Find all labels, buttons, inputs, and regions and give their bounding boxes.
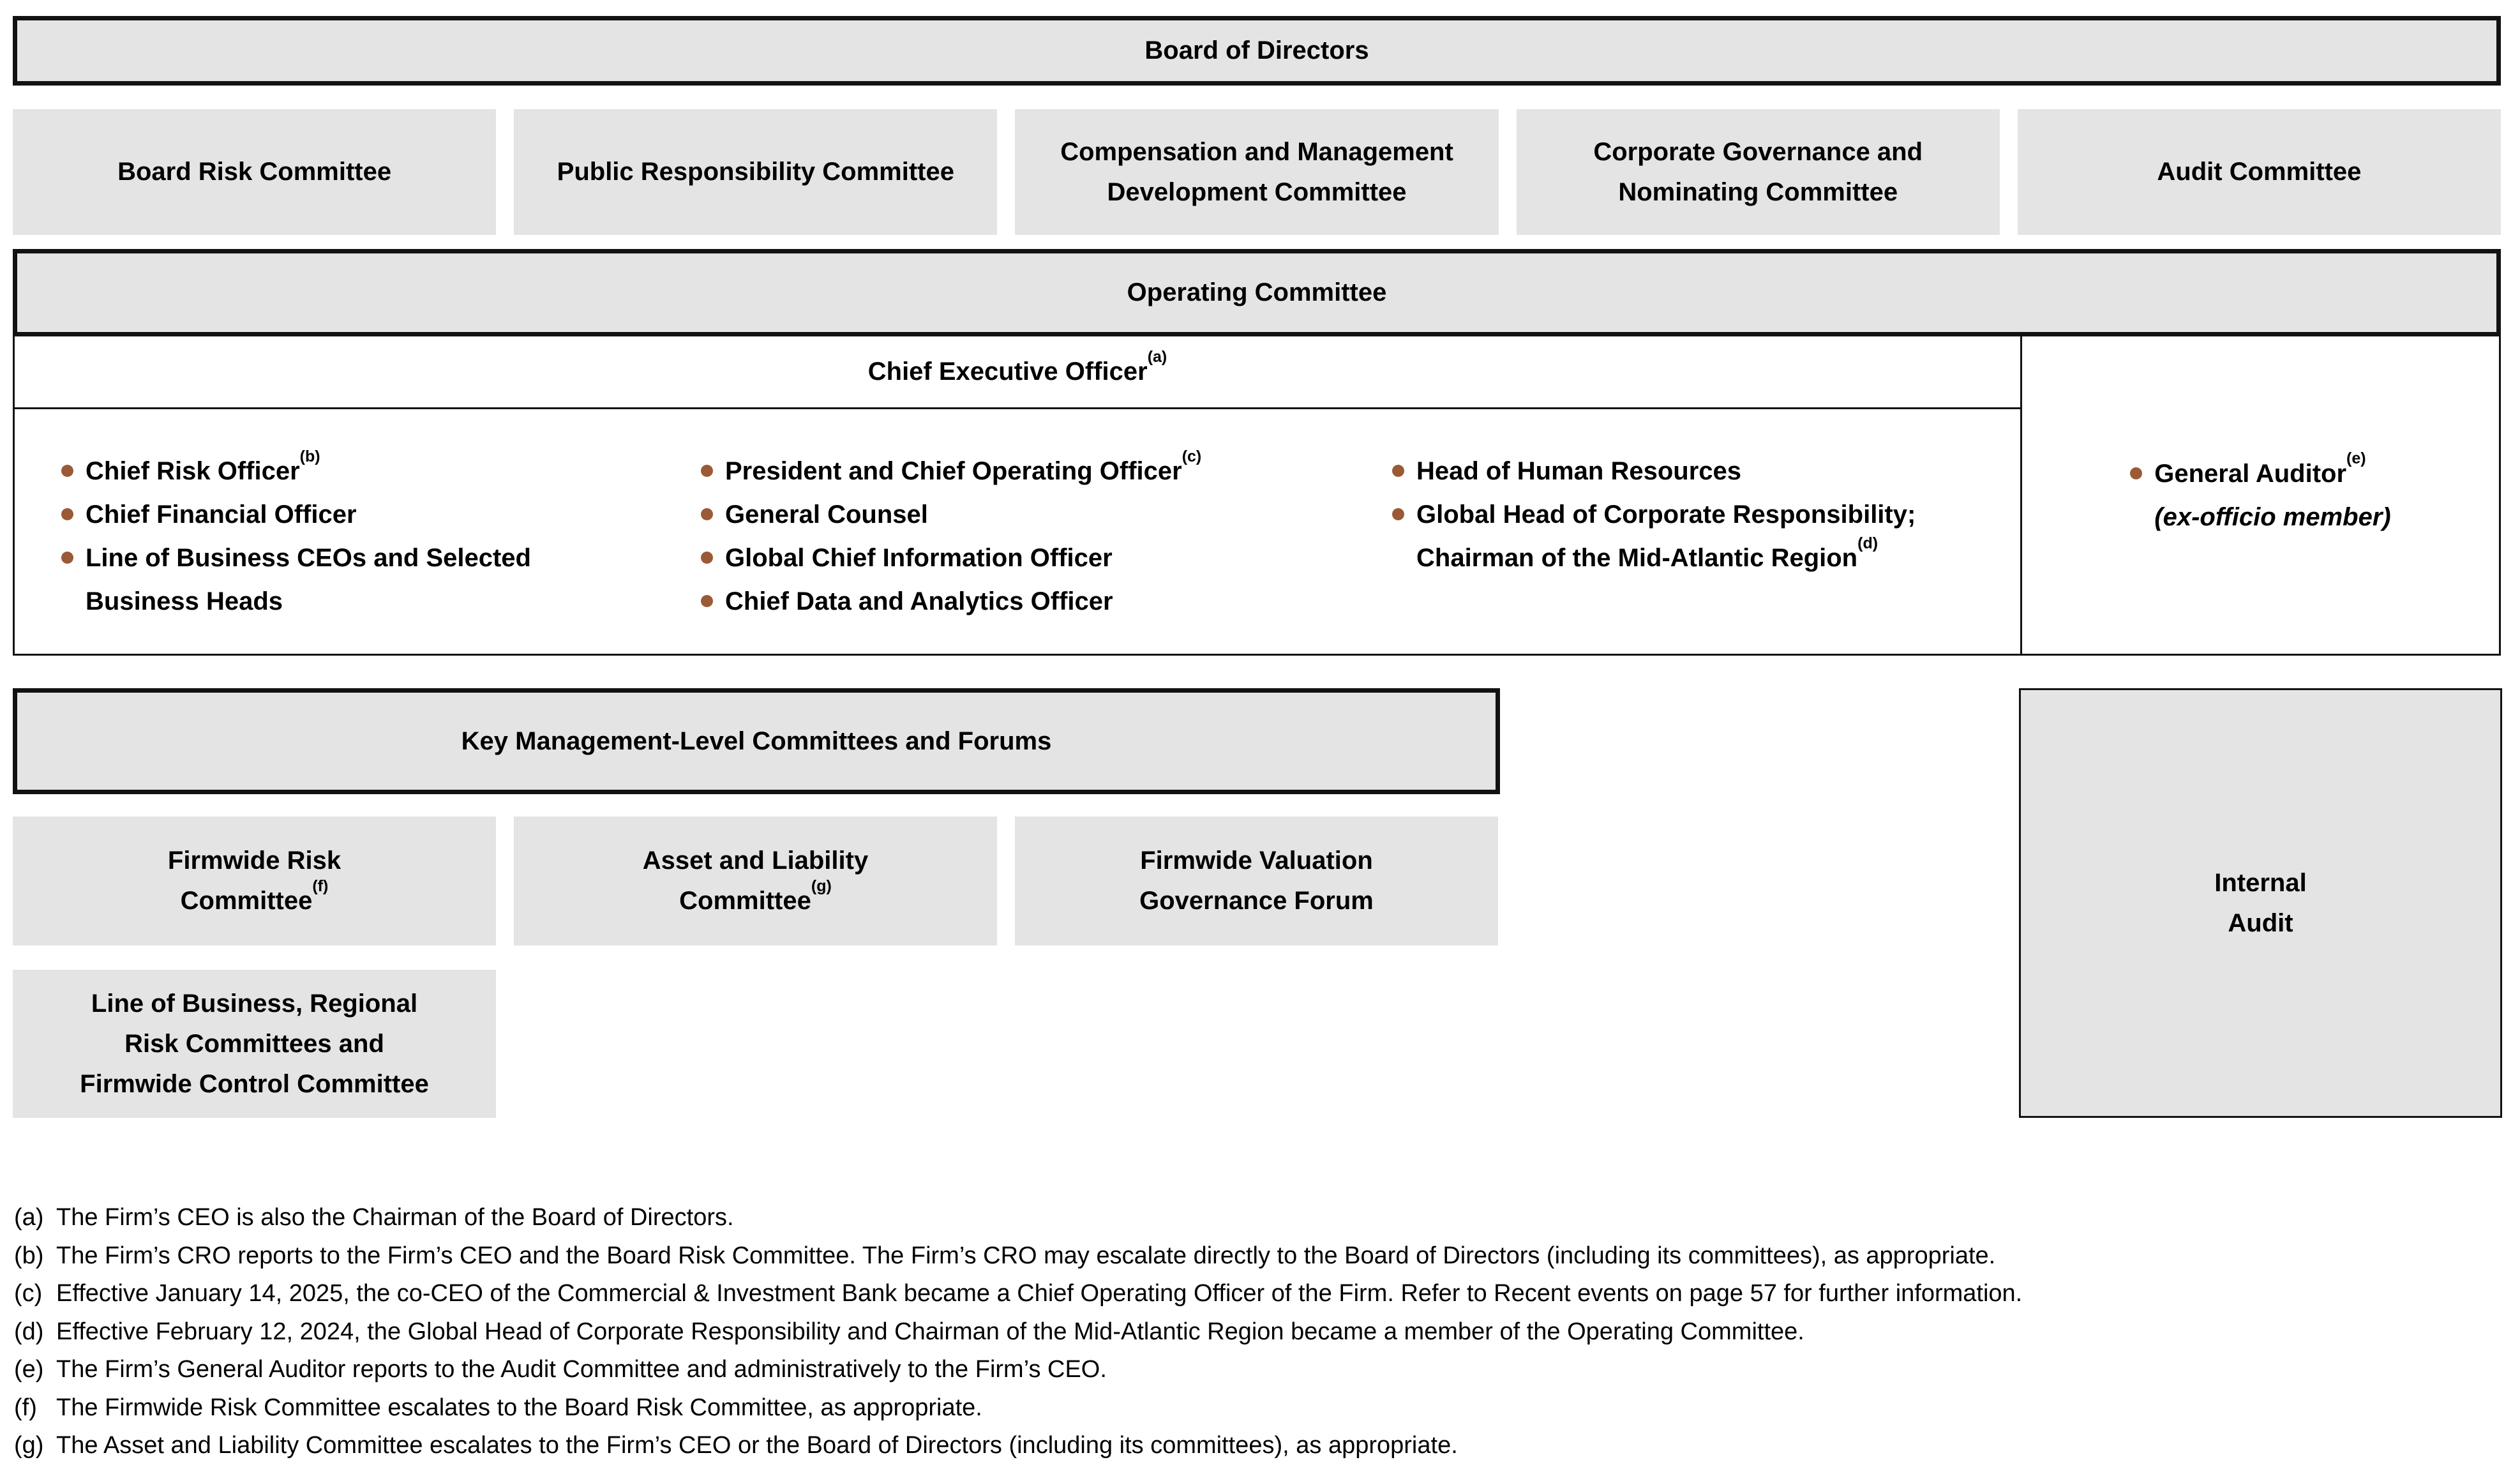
members-column-2: President and Chief Operating Officer(c)… [701, 447, 1202, 623]
bullet-icon [61, 465, 73, 477]
ceo-footnote-marker: (a) [1147, 347, 1167, 366]
footnote-marker: (b) [14, 1242, 44, 1269]
footnote-text: Effective February 12, 2024, the Global … [56, 1318, 1804, 1345]
audit-committee-label: Audit Committee [2157, 158, 2362, 186]
line-of-business-line2: Risk Committees and [124, 1029, 384, 1058]
board-committees-row: Board Risk Committee Public Responsibili… [13, 109, 2501, 235]
member-item: Chief Risk Officer(b) [61, 447, 609, 493]
footnote-marker: (d) [14, 1318, 44, 1345]
internal-audit-box: Internal Audit [2019, 688, 2502, 1118]
board-risk-committee-label: Board Risk Committee [117, 158, 392, 186]
internal-audit-line2: Audit [2228, 908, 2293, 937]
compensation-management-development-committee-label: Compensation and Management Development … [1060, 137, 1453, 206]
general-auditor-cell: General Auditor(e) (ex-officio member) [2022, 336, 2499, 654]
line-of-business-committees-box: Line of Business, Regional Risk Committe… [13, 970, 496, 1118]
bullet-icon [1392, 465, 1404, 477]
board-risk-committee-box: Board Risk Committee [13, 109, 497, 235]
asset-liability-committee-line2: Committee [679, 887, 811, 915]
firmwide-risk-committee-line1: Firmwide Risk [167, 847, 341, 875]
asset-liability-committee-line1: Asset and Liability [642, 847, 869, 875]
footnote-text: The Firm’s CEO is also the Chairman of t… [56, 1204, 734, 1231]
operating-committee-title: Operating Committee [1127, 278, 1387, 306]
footnotes: (a) The Firm’s CEO is also the Chairman … [14, 1199, 2506, 1465]
general-auditor-item: General Auditor(e) (ex-officio member) [2130, 449, 2391, 539]
ceo-label: Chief Executive Officer(a) [867, 347, 1167, 386]
footnote-marker: (g) [14, 1432, 44, 1459]
member-footnote-marker: (d) [1857, 534, 1879, 552]
footnote-text: The Firmwide Risk Committee escalates to… [56, 1394, 982, 1421]
member-item: President and Chief Operating Officer(c) [701, 447, 1202, 493]
ceo-cell: Chief Executive Officer(a) [15, 336, 2020, 409]
members-column-3: Head of Human Resources Global Head of C… [1392, 449, 2010, 580]
footnote-row: (b) The Firm’s CRO reports to the Firm’s… [14, 1237, 2506, 1276]
member-item: Chief Financial Officer [61, 493, 609, 536]
internal-audit-line1: Internal [2214, 868, 2307, 897]
operating-committee-left-cell: Chief Executive Officer(a) Chief Risk Of… [15, 336, 2022, 654]
member-item: Head of Human Resources [1392, 449, 2010, 493]
footnote-row: (g) The Asset and Liability Committee es… [14, 1427, 2506, 1465]
key-management-row: Firmwide Risk Committee(f) Asset and Lia… [13, 817, 1498, 945]
footnote-text: The Asset and Liability Committee escala… [56, 1432, 1458, 1459]
footnote-marker: (f) [14, 1394, 37, 1421]
operating-committee-body: Chief Executive Officer(a) Chief Risk Of… [13, 336, 2501, 656]
line-of-business-line1: Line of Business, Regional [91, 989, 418, 1018]
footnote-text: The Firm’s CRO reports to the Firm’s CEO… [56, 1242, 1996, 1269]
bullet-icon [701, 508, 713, 520]
bullet-icon [701, 552, 713, 564]
footnote-row: (f) The Firmwide Risk Committee escalate… [14, 1389, 2506, 1427]
bullet-icon [701, 595, 713, 607]
bullet-icon [701, 465, 713, 477]
firmwide-valuation-forum-line1: Firmwide Valuation [1140, 847, 1373, 875]
footnote-text: Effective January 14, 2025, the co-CEO o… [56, 1280, 2023, 1307]
board-of-directors-box: Board of Directors [13, 16, 2501, 86]
firmwide-risk-committee-footnote-marker: (f) [312, 877, 329, 895]
firmwide-valuation-forum-line2: Governance Forum [1139, 887, 1374, 915]
asset-liability-committee-footnote-marker: (g) [811, 877, 832, 895]
bullet-icon [2130, 467, 2143, 479]
key-management-header: Key Management-Level Committees and Foru… [13, 688, 1500, 794]
footnote-row: (d) Effective February 12, 2024, the Glo… [14, 1313, 2506, 1352]
firmwide-risk-committee-line2: Committee [180, 887, 313, 915]
public-responsibility-committee-label: Public Responsibility Committee [557, 158, 954, 186]
board-of-directors-label: Board of Directors [1144, 36, 1369, 64]
footnote-row: (c) Effective January 14, 2025, the co-C… [14, 1275, 2506, 1313]
member-footnote-marker: (c) [1181, 447, 1202, 465]
public-responsibility-committee-box: Public Responsibility Committee [514, 109, 998, 235]
member-item: General Counsel [701, 493, 1201, 536]
bullet-icon [61, 552, 73, 564]
general-auditor-footnote-marker: (e) [2346, 449, 2366, 468]
member-item: Chief Data and Analytics Officer [701, 580, 1201, 623]
corporate-governance-nominating-committee-box: Corporate Governance and Nominating Comm… [1516, 109, 2000, 235]
ex-officio-note: (ex-officio member) [2154, 502, 2391, 531]
operating-committee-header: Operating Committee [13, 249, 2501, 336]
footnote-text: The Firm’s General Auditor reports to th… [56, 1356, 1107, 1383]
asset-liability-committee-box: Asset and Liability Committee(g) [514, 817, 997, 945]
audit-committee-box: Audit Committee [2017, 109, 2501, 235]
member-item: Line of Business CEOs and Selected Busin… [61, 536, 609, 623]
footnote-marker: (a) [14, 1204, 44, 1231]
general-auditor-label: General Auditor(e) [2154, 449, 2366, 488]
member-footnote-marker: (b) [299, 447, 320, 465]
firmwide-valuation-forum-box: Firmwide Valuation Governance Forum [1015, 817, 1498, 945]
footnote-marker: (c) [14, 1280, 43, 1307]
compensation-management-development-committee-box: Compensation and Management Development … [1015, 109, 1499, 235]
line-of-business-line3: Firmwide Control Committee [80, 1069, 429, 1098]
corporate-governance-nominating-committee-label: Corporate Governance and Nominating Comm… [1593, 137, 1923, 206]
member-item: Global Chief Information Officer [701, 536, 1201, 580]
footnote-marker: (e) [14, 1356, 44, 1383]
bullet-icon [1392, 508, 1404, 520]
footnote-row: (e) The Firm’s General Auditor reports t… [14, 1351, 2506, 1389]
firmwide-risk-committee-box: Firmwide Risk Committee(f) [13, 817, 496, 945]
operating-committee-members: Chief Risk Officer(b) Chief Financial Of… [15, 409, 2020, 654]
key-management-title: Key Management-Level Committees and Foru… [461, 727, 1052, 755]
footnote-row: (a) The Firm’s CEO is also the Chairman … [14, 1199, 2506, 1237]
members-column-1: Chief Risk Officer(b) Chief Financial Of… [61, 447, 609, 623]
member-item: Global Head of Corporate Responsibility;… [1392, 493, 2010, 580]
bullet-icon [61, 508, 73, 520]
